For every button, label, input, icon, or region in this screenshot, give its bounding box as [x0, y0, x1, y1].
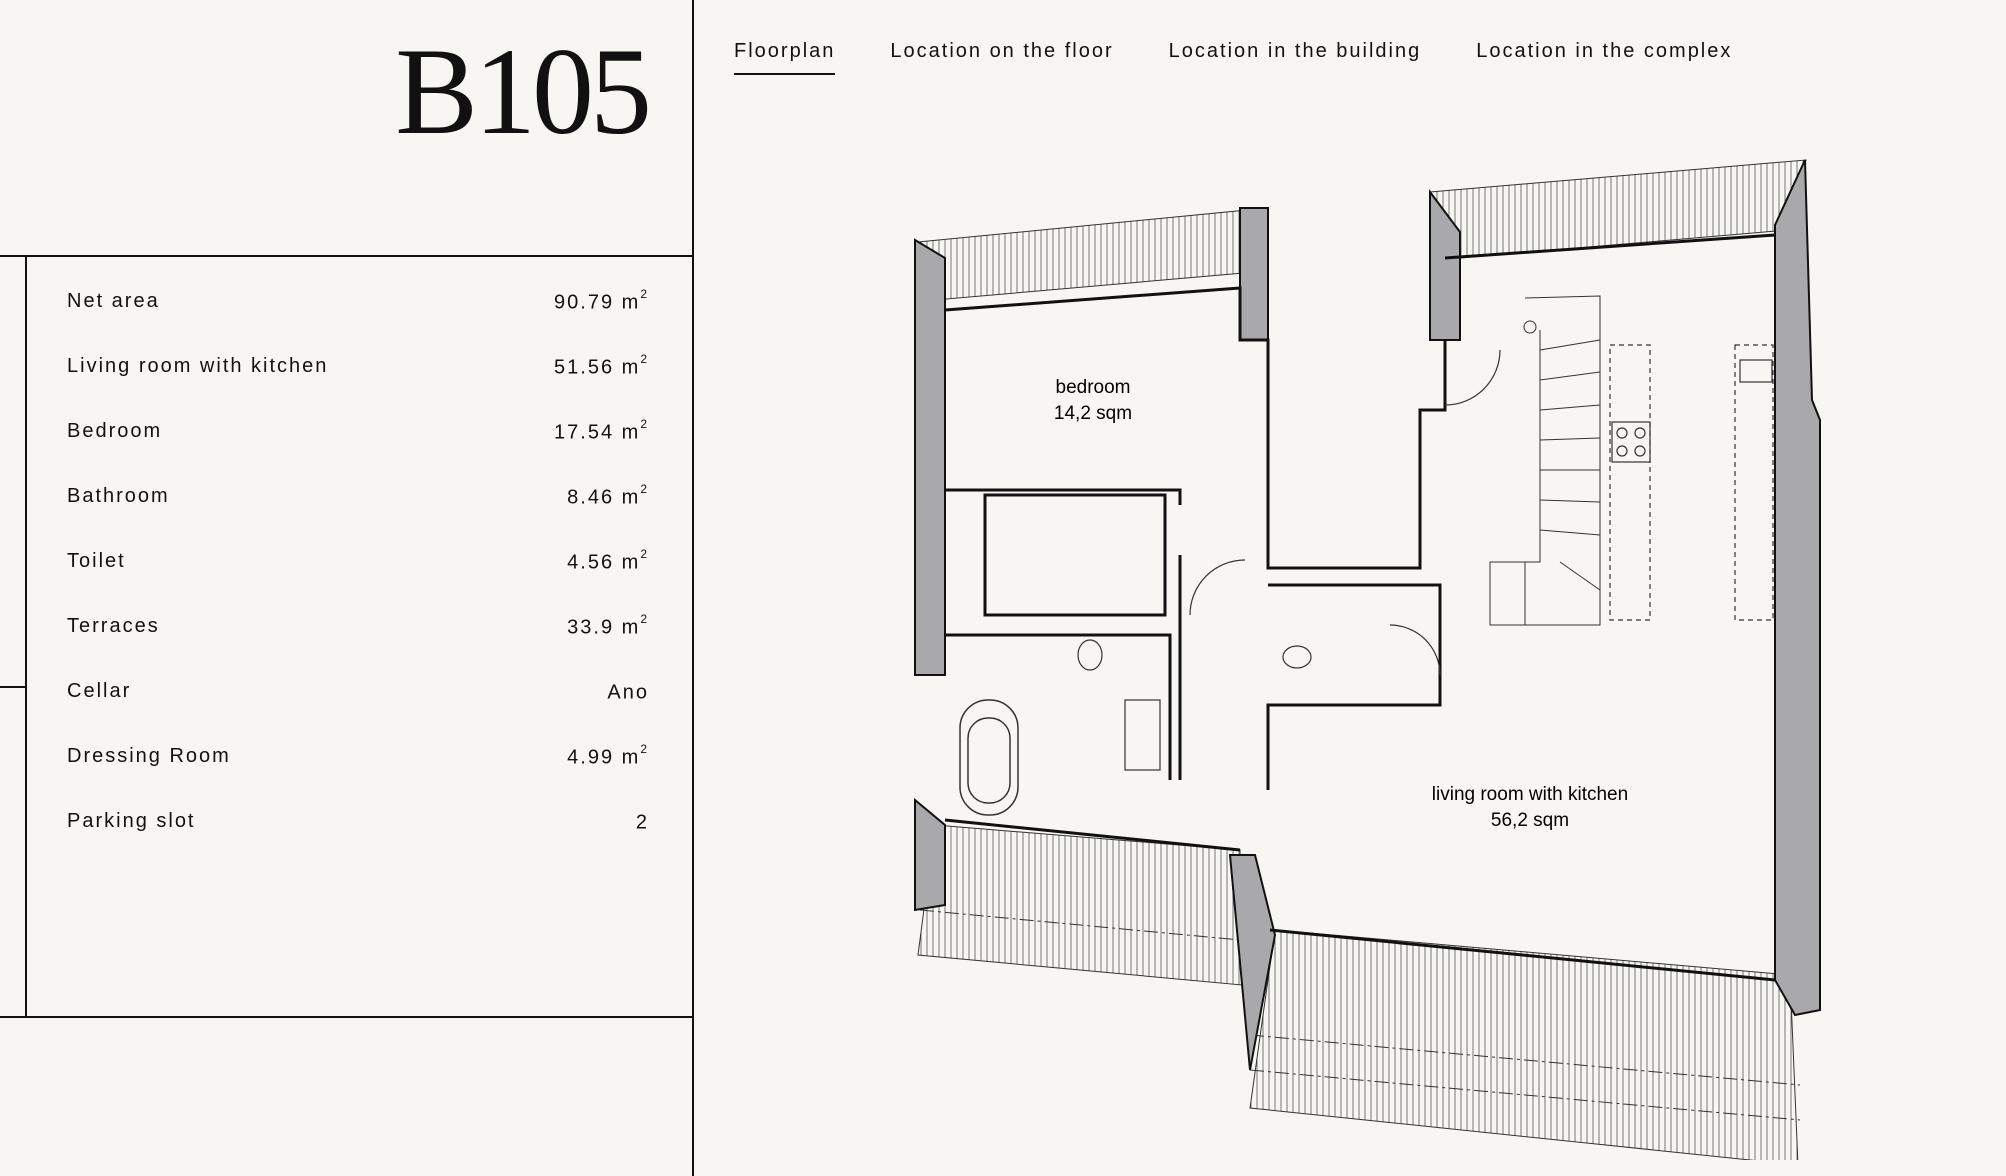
stat-label: Dressing Room [67, 745, 231, 767]
stat-value: Ano [607, 681, 649, 704]
divider-inner [25, 256, 27, 1018]
panel-divider [692, 0, 694, 1176]
stat-label: Bathroom [67, 485, 170, 507]
divider-tick [0, 686, 25, 688]
outer-walls [914, 159, 1821, 1071]
divider-bottom [0, 1016, 692, 1018]
floorplan-drawing: bedroom 14,2 sqm living room with kitche… [914, 159, 1821, 1160]
tab-location-building[interactable]: Location in the building [1168, 40, 1422, 62]
stat-value: 4.56 m2 [567, 547, 649, 574]
living-room-area: 56,2 sqm [1491, 810, 1569, 831]
stat-value: 90.79 m2 [554, 287, 649, 314]
stat-label: Toilet [67, 550, 126, 572]
terrace-top-left [917, 207, 1269, 301]
stat-value: 8.46 m2 [567, 482, 649, 509]
stat-label: Net area [67, 290, 160, 312]
stat-row: Cellar Ano [67, 680, 649, 745]
stat-label: Parking slot [67, 810, 196, 832]
toilet-fixtures [1077, 639, 1312, 771]
unit-title: B105 [395, 23, 652, 160]
stats-list: Net area 90.79 m2 Living room with kitch… [67, 287, 649, 875]
terrace-bottom-left [917, 824, 1243, 986]
stat-value: 33.9 m2 [567, 612, 649, 639]
tab-location-complex[interactable]: Location in the complex [1476, 40, 1733, 62]
stat-value: 4.99 m2 [567, 742, 649, 769]
inner-walls [944, 233, 1776, 982]
bedroom-label: bedroom [1056, 377, 1131, 398]
terrace-bottom-right [1249, 929, 1801, 1160]
kitchen-counter [1609, 344, 1774, 621]
stat-row: Net area 90.79 m2 [67, 287, 649, 355]
divider-top [0, 255, 692, 257]
stat-row: Dressing Room 4.99 m2 [67, 742, 649, 810]
stat-row: Bathroom 8.46 m2 [67, 482, 649, 550]
stat-value: 17.54 m2 [554, 417, 649, 444]
stat-label: Living room with kitchen [67, 355, 329, 377]
bathtub [959, 699, 1019, 816]
living-room-label: living room with kitchen [1432, 784, 1628, 805]
tab-floorplan[interactable]: Floorplan [734, 40, 836, 75]
stat-value: 2 [635, 811, 649, 834]
stat-row: Living room with kitchen 51.56 m2 [67, 352, 649, 420]
stat-value: 51.56 m2 [554, 352, 649, 379]
staircase [1489, 295, 1601, 626]
terrace-top-right [1429, 159, 1807, 259]
doors [1189, 349, 1501, 676]
stat-label: Cellar [67, 680, 132, 702]
tab-location-floor[interactable]: Location on the floor [890, 40, 1114, 62]
bedroom-area: 14,2 sqm [1054, 403, 1132, 424]
stat-label: Terraces [67, 615, 160, 637]
kitchen-hob [1611, 359, 1773, 463]
unit-info-panel: B105 Net area 90.79 m2 Living room with … [0, 0, 692, 1176]
stat-row: Terraces 33.9 m2 [67, 612, 649, 680]
stat-label: Bedroom [67, 420, 163, 442]
stat-row: Toilet 4.56 m2 [67, 547, 649, 615]
view-tabs: Floorplan Location on the floor Location… [734, 40, 1732, 75]
stat-row: Parking slot 2 [67, 810, 649, 875]
stat-row: Bedroom 17.54 m2 [67, 417, 649, 485]
